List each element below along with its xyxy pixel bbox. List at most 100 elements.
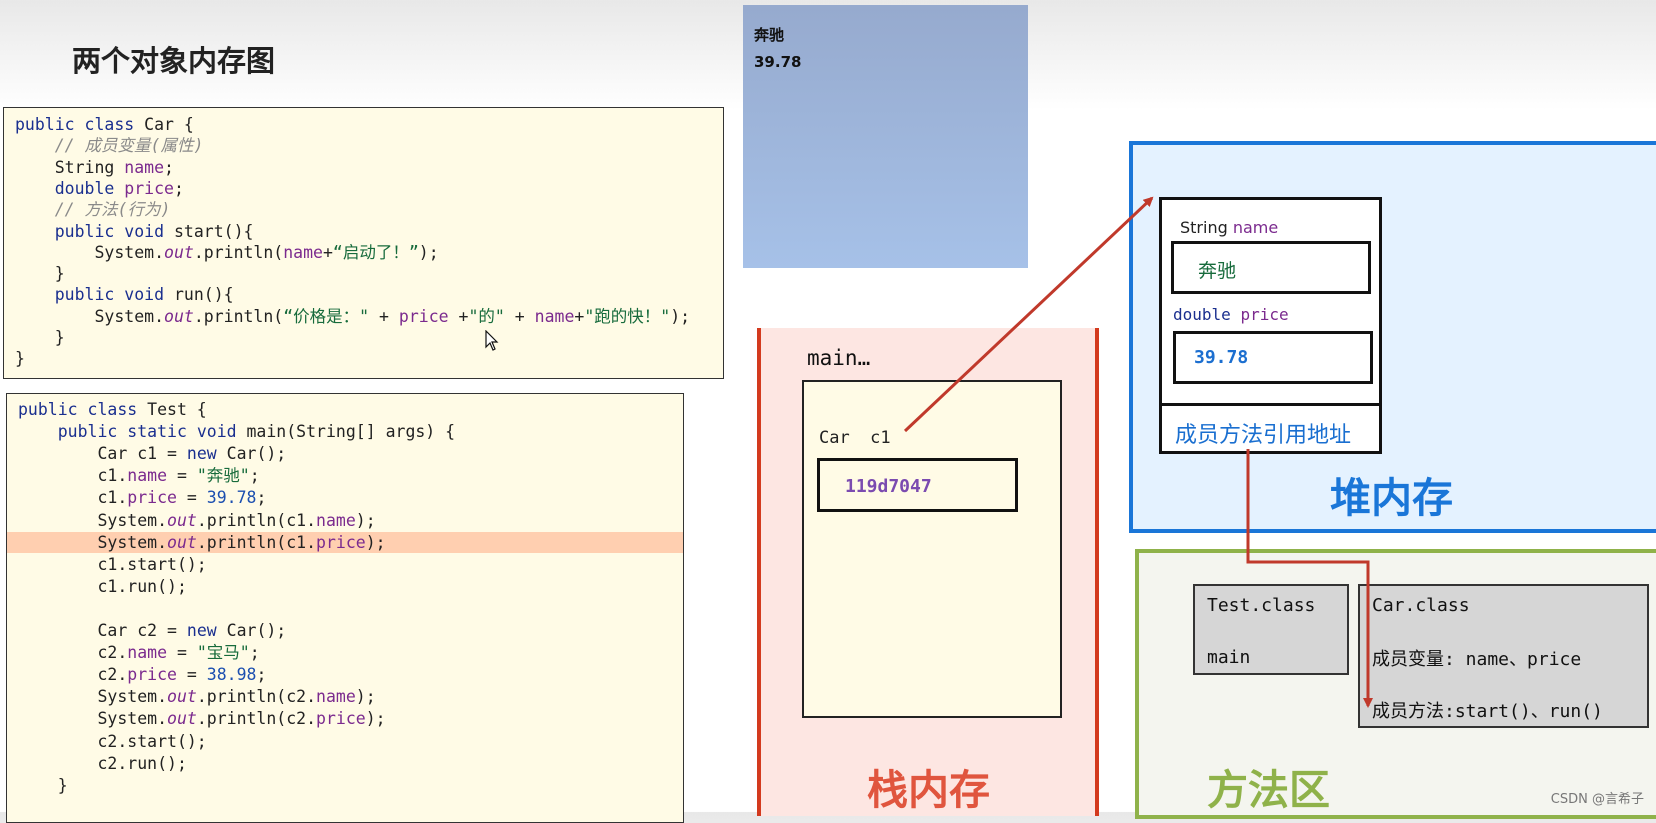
console-line: 奔驰	[754, 26, 785, 44]
code-line: // 成员变量(属性)	[4, 135, 723, 156]
code-token: 38.98	[206, 665, 257, 685]
code-token: “启动了！”	[332, 242, 419, 262]
code-token: Car c1 =	[18, 444, 187, 464]
code-token: public class	[15, 115, 145, 134]
code-token: public static void	[57, 422, 247, 442]
code-token: price	[316, 709, 366, 729]
console-line: 39.78	[754, 53, 802, 71]
code-token: out	[164, 306, 194, 326]
code-line: Car c1 = new Car();	[7, 443, 683, 464]
code-token	[15, 179, 55, 198]
code-token: c1.start();	[18, 554, 207, 574]
code-token: // 方法(行为)	[54, 200, 171, 220]
code-line: System.out.println(c1.name);	[7, 510, 683, 531]
code-line	[7, 598, 683, 619]
code-token: ;	[256, 488, 267, 508]
method-area: Test.class main Car.class 成员变量: name、pri…	[1135, 549, 1656, 819]
car-class-code: public class Car { // 成员变量(属性) String na…	[3, 107, 724, 379]
code-line: c1.run();	[7, 576, 683, 597]
code-line: c1.start();	[7, 554, 683, 575]
code-token: Car c2 =	[18, 621, 187, 640]
code-token: }	[18, 775, 68, 795]
stack-frame-title: main…	[807, 346, 871, 370]
name-field-label: String name	[1180, 218, 1278, 237]
code-token	[15, 222, 55, 241]
code-line: c1.price = 39.78;	[7, 487, 683, 508]
main-stack-frame: Car c1 119d7047	[802, 380, 1062, 718]
code-token: .println(c1.	[196, 510, 317, 530]
code-line: System.out.println(c2.name);	[7, 686, 683, 707]
code-token: new	[186, 621, 227, 640]
console-output: 奔驰 39.78	[743, 5, 1028, 268]
code-token: start(){	[173, 221, 254, 241]
code-line: Car c2 = new Car();	[7, 620, 683, 641]
code-token: name	[124, 157, 165, 177]
code-token: run(){	[173, 285, 234, 305]
code-token: ;	[249, 466, 260, 486]
code-token: c1.run();	[18, 576, 187, 596]
code-token	[15, 285, 55, 304]
code-token: price	[398, 306, 449, 326]
code-token: public void	[54, 285, 174, 305]
code-token: );	[365, 532, 386, 552]
code-token: c2.start();	[18, 731, 207, 751]
code-token: name	[316, 510, 356, 530]
code-token: out	[167, 510, 197, 530]
name-value-box: 奔驰	[1171, 241, 1371, 294]
code-token: out	[164, 242, 194, 262]
code-token: Test {	[147, 400, 207, 419]
code-token: =	[176, 488, 207, 508]
field-type: String	[1180, 218, 1233, 237]
code-token: c2.	[18, 643, 128, 663]
object-divider	[1162, 403, 1379, 406]
code-token: +	[379, 306, 399, 326]
code-token: "宝马"	[196, 643, 250, 663]
code-token: System.	[18, 510, 168, 530]
code-token: “价格是："	[283, 306, 380, 326]
stack-variable-value: 119d7047	[845, 476, 932, 497]
code-token: .println(c2.	[196, 709, 317, 729]
code-token: }	[15, 349, 25, 369]
code-token: public class	[18, 400, 148, 419]
code-line: public class Car {	[4, 114, 723, 135]
code-line: public class Test {	[7, 399, 683, 420]
code-token	[18, 422, 58, 441]
code-token: +	[504, 306, 535, 326]
code-token: Car();	[226, 444, 287, 464]
code-token: double	[54, 178, 125, 198]
code-line: // 方法(行为)	[4, 199, 723, 220]
code-token: new	[186, 444, 227, 464]
class-fields: 成员变量: name、price	[1372, 649, 1582, 670]
stack-memory-label: 栈内存	[867, 766, 990, 814]
class-name: Car.class	[1372, 595, 1470, 616]
code-token: +	[322, 242, 333, 262]
heap-memory: String name 奔驰 double price 39.78 成员方法引用…	[1129, 141, 1656, 533]
code-line: c2.price = 38.98;	[7, 664, 683, 685]
code-token: System.	[18, 687, 168, 707]
code-line: public void run(){	[4, 284, 723, 305]
code-token: c2.run();	[18, 753, 187, 773]
price-value-box: 39.78	[1173, 331, 1373, 384]
code-line: c2.start();	[7, 731, 683, 752]
code-line: System.out.println(name+“启动了！”);	[4, 242, 723, 263]
heap-memory-label: 堆内存	[1330, 474, 1453, 522]
code-token: c1.	[18, 488, 128, 508]
code-token: =	[167, 466, 197, 486]
code-token: name	[127, 643, 168, 663]
code-token: +	[448, 306, 469, 326]
code-token: .println(c1.	[196, 532, 317, 552]
code-token: =	[167, 643, 197, 663]
code-line: String name;	[4, 157, 723, 178]
code-line: c2.name = "宝马";	[7, 642, 683, 663]
code-token: // 成员变量(属性)	[54, 136, 204, 156]
code-token: .println(	[193, 306, 284, 326]
code-line: double price;	[4, 178, 723, 199]
code-token: ;	[249, 643, 260, 663]
page-title: 两个对象内存图	[72, 44, 276, 78]
code-token: );	[355, 510, 376, 530]
code-line: c1.name = "奔驰";	[7, 465, 683, 486]
code-token: .println(	[193, 242, 284, 262]
price-field-label: double price	[1173, 305, 1289, 324]
code-token: );	[365, 709, 386, 729]
code-line: System.out.println(“价格是：" + price +"的" +…	[4, 306, 723, 327]
